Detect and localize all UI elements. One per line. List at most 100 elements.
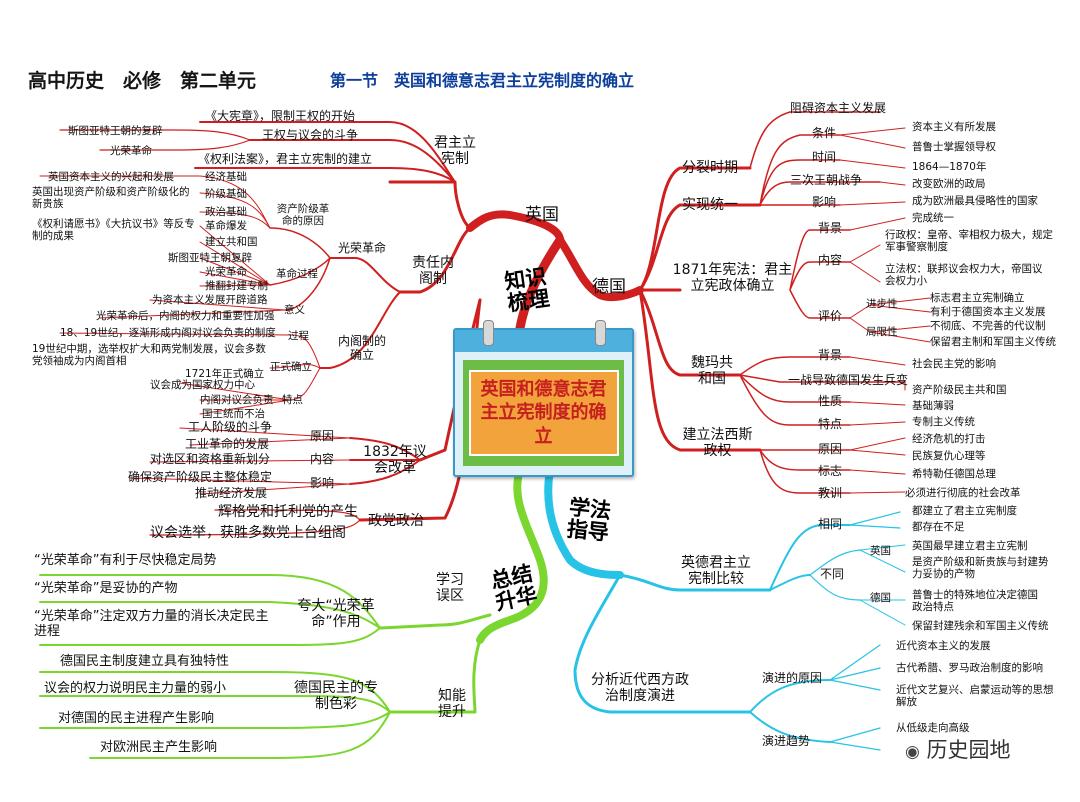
weimar-key-4: 特点 <box>818 417 843 431</box>
const-content-key: 内容 <box>818 253 843 267</box>
watermark-text: 历史园地 <box>926 738 1011 762</box>
evolution-reason-3: 近代文艺复兴、启蒙运动等的思想解放 <box>896 684 1054 709</box>
split-item-1: 阻碍资本主义发展 <box>790 101 887 115</box>
glorious-cause-label: 资产阶级革命的原因 <box>276 203 330 228</box>
unify-val-4: 成为欧洲最具侵略性的国家 <box>912 195 1038 207</box>
eval-limit-key: 局限性 <box>866 326 898 338</box>
feature-item-3: 国王统而不治 <box>202 408 265 420</box>
monarchy-sub-1: 斯图亚特王朝的复辟 <box>68 125 163 137</box>
compare-same-key: 相同 <box>818 517 843 531</box>
weimar-val-3: 基础薄弱 <box>912 400 954 412</box>
compare-same-2: 都存在不足 <box>912 521 965 533</box>
process-item-5: 推翻封建专制 <box>205 280 268 292</box>
cause-detail-1: 英国资本主义的兴起和发展 <box>48 171 174 183</box>
reform-content-1: 对选区和资格重新划分 <box>150 452 271 466</box>
ability-item-1: 德国民主制度建立具有独特性 <box>60 654 230 669</box>
const-content-1: 行政权：皇帝、宰相权力极大，规定军事警察制度 <box>885 229 1053 254</box>
cause-detail-3: 《权利请愿书》《大抗议书》等反专制的成果 <box>32 218 195 243</box>
party-label: 政党政治 <box>368 513 424 529</box>
unify-key-2: 时间 <box>812 150 837 164</box>
weimar-val-2: 资产阶级民主共和国 <box>912 384 1007 396</box>
meaning-item-2: 光荣革命后，内阁的权力和重要性加强 <box>96 310 275 322</box>
evolution-reasons-key: 演进的原因 <box>762 671 823 685</box>
page-title: 高中历史 必修 第二单元 <box>28 70 257 92</box>
fascist-val-3: 必须进行彻底的社会改革 <box>905 487 1021 499</box>
const-content-2: 立法权：联邦议会权力大，帝国议会权力小 <box>885 263 1043 288</box>
eval-limit-2: 保留君主制和军国主义传统 <box>930 336 1056 348</box>
unify-val-1b: 普鲁士掌握领导权 <box>912 141 996 153</box>
evolution-trend-1: 从低级走向高级 <box>896 722 970 734</box>
watermark: ◉ 历史园地 <box>905 734 1011 764</box>
compare-de-2: 保留封建残余和军国主义传统 <box>912 620 1049 632</box>
process-item-2: 建立共和国 <box>205 236 258 248</box>
branch-knowledge: 知识梳理 <box>502 264 555 316</box>
cabinet-label: 责任内阁制 <box>412 255 454 288</box>
cause-item-3: 政治基础 <box>205 206 247 218</box>
branch-summary: 总结升华 <box>489 561 542 615</box>
compare-de-key: 德国 <box>870 592 891 604</box>
weimar-label: 魏玛共和国 <box>691 355 733 388</box>
fascist-label: 建立法西斯政权 <box>682 427 753 460</box>
reform-label: 1832年议会改革 <box>363 444 427 477</box>
mistake-label: 学习误区 <box>436 572 464 605</box>
fascist-val-1a: 经济危机的打击 <box>912 433 986 445</box>
feature-item-2: 内阁对议会负责 <box>200 394 274 406</box>
weimar-val-1: 社会民主党的影响 <box>912 358 996 370</box>
monarchy-item-3: 《权利法案》，君主立宪制的建立 <box>198 152 373 166</box>
mistake-sub: 夸大“光荣革命”作用 <box>297 598 375 631</box>
inner-process-item-1: 18、19世纪，逐渐形成内阁对议会负责的制度 <box>60 327 276 339</box>
inner-formal-item: 1721年正式确立 <box>185 368 265 380</box>
party-item-1: 辉格党和托利党的产生 <box>218 504 358 520</box>
fascist-val-2: 希特勒任德国总理 <box>912 468 996 480</box>
inner-features-label: 特点 <box>282 394 303 406</box>
eval-progress-1: 标志君主立宪制确立 <box>930 292 1025 304</box>
germany-label: 德国 <box>592 277 626 297</box>
cause-detail-2: 英国出现资产阶级和资产阶级化的新贵族 <box>32 186 190 211</box>
branch-knowledge-label: 知识梳理 <box>502 264 551 316</box>
eval-limit-1: 不彻底、不完善的代议制 <box>930 320 1046 332</box>
unify-val-3: 改变欧洲的政局 <box>912 178 986 190</box>
ability-item-2: 议会的权力说明民主力量的弱小 <box>44 681 227 696</box>
glorious-process-label: 革命过程 <box>276 268 318 280</box>
compare-uk-key: 英国 <box>870 545 891 557</box>
unify-val-2: 1864—1870年 <box>912 161 987 173</box>
monarchy-item-2: 王权与议会的斗争 <box>262 128 359 142</box>
reform-impact-2: 推动经济发展 <box>195 486 268 500</box>
ability-sub: 德国民主的专制色彩 <box>294 680 378 713</box>
weimar-val-4: 专制主义传统 <box>912 416 975 428</box>
meaning-item-1: 为资本主义发展开辟道路 <box>152 294 268 306</box>
cause-item-1: 经济基础 <box>205 171 247 183</box>
central-topic: 英国和德意志君主立宪制度的确立 <box>453 320 634 477</box>
process-item-4: 光荣革命 <box>205 266 247 278</box>
inner-process-label: 过程 <box>288 330 309 342</box>
reform-cause-1: 工人阶级的斗争 <box>188 420 273 434</box>
evolution-label: 分析近代西方政治制度演进 <box>591 672 689 705</box>
party-item-2: 议会选举，获胜多数党上台组阁 <box>150 525 346 541</box>
compare-uk-1: 英国最早建立君主立宪制 <box>912 540 1028 552</box>
evolution-trend-key: 演进趋势 <box>762 734 811 748</box>
wechat-icon: ◉ <box>905 742 920 762</box>
ability-label: 知能提升 <box>438 688 466 721</box>
glorious-meaning-label: 意义 <box>284 304 305 316</box>
mistake-item-3: “光荣革命”注定双方力量的消长决定民主进程 <box>34 609 269 639</box>
central-topic-label: 英国和德意志君主立宪制度的确立 <box>468 369 619 457</box>
britain-label: 英国 <box>525 205 559 225</box>
eval-progress-2: 有利于德国资本主义发展 <box>930 306 1046 318</box>
unify-key-1: 条件 <box>812 126 837 140</box>
weimar-key-3: 性质 <box>818 394 843 408</box>
reform-impact-label: 影响 <box>310 476 335 490</box>
compare-label: 英德君主立宪制比较 <box>681 555 751 588</box>
eval-progress-key: 进步性 <box>866 298 898 310</box>
reform-impact-1: 确保资产阶级民主整体稳定 <box>128 470 273 484</box>
fascist-key-2: 标志 <box>818 464 843 478</box>
branch-summary-label: 总结升华 <box>488 561 540 615</box>
feature-item-1: 议会成为国家权力中心 <box>150 379 255 391</box>
fascist-key-3: 教训 <box>818 486 843 500</box>
compare-same-1: 都建立了君主立宪制度 <box>912 505 1017 517</box>
monarchy-item-1: 《大宪章》，限制王权的开始 <box>205 109 356 123</box>
const-label: 1871年宪法：君主立宪政体确立 <box>672 262 793 295</box>
unify-key-3: 三次王朝战争 <box>790 173 863 187</box>
unify-key-4: 影响 <box>812 195 837 209</box>
